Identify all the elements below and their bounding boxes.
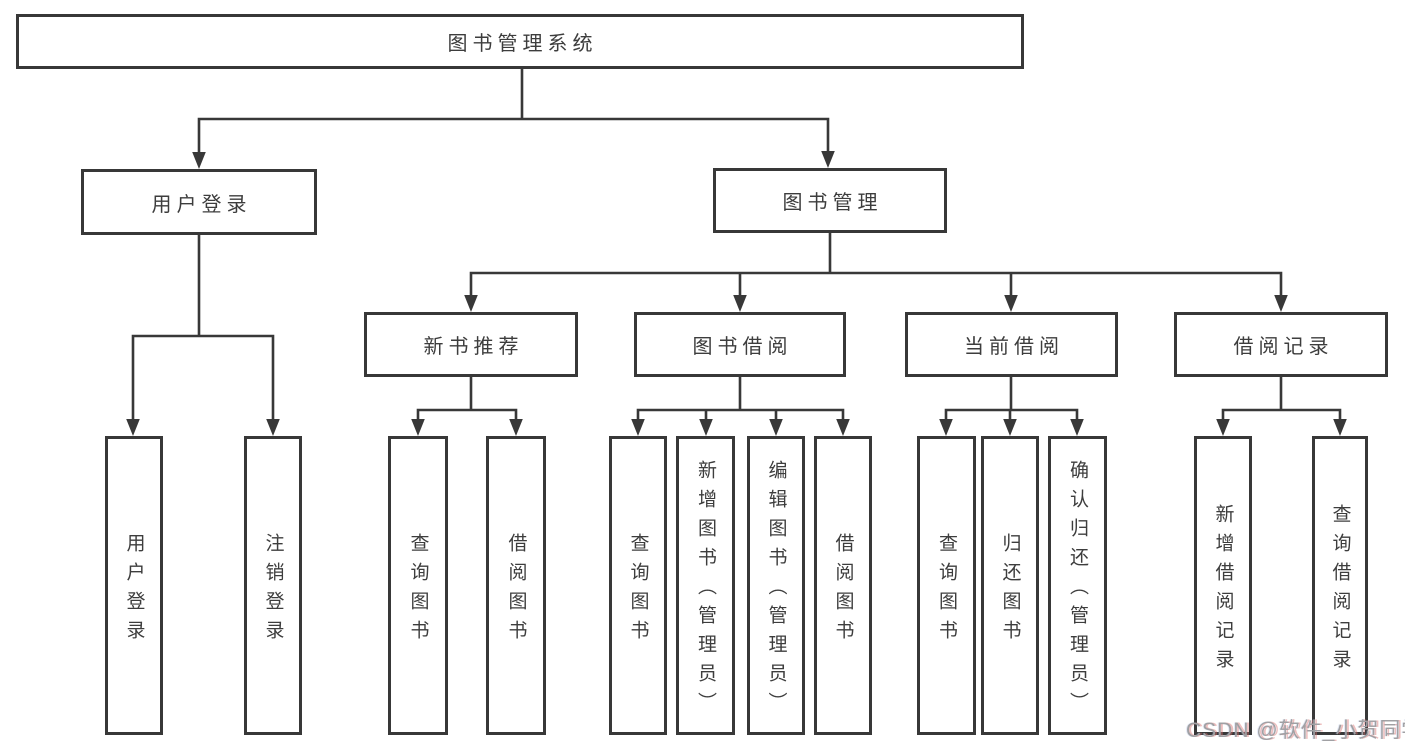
node-borrowing-records: 借阅记录 (1174, 312, 1388, 377)
leaf-query-books-borrowing: 查询图书 (609, 436, 667, 735)
leaf-edit-book-admin: 编辑图书（管理员） (747, 436, 805, 735)
leaf-user-login: 用户登录 (105, 436, 163, 735)
leaf-confirm-return-admin: 确认归还（管理员） (1048, 436, 1107, 735)
leaf-label: 编辑图书（管理员） (765, 460, 787, 721)
leaf-add-book-admin: 新增图书（管理员） (676, 436, 735, 735)
leaf-label: 查询图书 (407, 532, 429, 649)
leaf-label: 注销登录 (262, 532, 284, 649)
leaf-query-books-current: 查询图书 (917, 436, 976, 735)
leaf-label: 新增图书（管理员） (695, 460, 716, 721)
leaf-label: 归还图书 (999, 532, 1021, 649)
node-label: 图书管理 (782, 192, 883, 214)
leaf-borrow-books-recommend: 借阅图书 (486, 436, 546, 735)
node-label: 用户登录 (151, 193, 252, 216)
node-label: 当前借阅 (964, 336, 1064, 358)
node-book-borrowing: 图书借阅 (634, 312, 846, 377)
leaf-label: 借阅图书 (505, 532, 527, 649)
leaf-label: 查询图书 (627, 532, 649, 649)
node-book-management: 图书管理 (713, 168, 947, 233)
leaf-label: 确认归还（管理员） (1067, 460, 1088, 721)
leaf-label: 查询借阅记录 (1329, 503, 1351, 678)
csdn-watermark: CSDN @软件_小贺同学 (1186, 719, 1405, 742)
node-label: 图书借阅 (692, 336, 793, 358)
leaf-query-books-recommend: 查询图书 (388, 436, 448, 735)
leaf-return-book: 归还图书 (981, 436, 1039, 735)
node-current-borrowing: 当前借阅 (905, 312, 1118, 377)
node-library-management-system: 图书管理系统 (16, 14, 1024, 69)
node-label: 借阅记录 (1233, 336, 1334, 358)
leaf-label: 查询图书 (936, 532, 957, 649)
leaf-label: 借阅图书 (832, 532, 854, 649)
node-new-book-recommend: 新书推荐 (364, 312, 578, 377)
leaf-label: 新增借阅记录 (1212, 503, 1234, 678)
leaf-label: 用户登录 (123, 532, 145, 649)
node-label: 图书管理系统 (447, 33, 598, 55)
node-user-login: 用户登录 (81, 169, 317, 235)
leaf-add-borrow-record: 新增借阅记录 (1194, 436, 1252, 735)
leaf-borrow-books-borrowing: 借阅图书 (814, 436, 872, 735)
tree-edge-lines (131, 69, 1342, 421)
leaf-logout: 注销登录 (244, 436, 302, 735)
node-label: 新书推荐 (423, 336, 524, 358)
leaf-query-borrow-record: 查询借阅记录 (1312, 436, 1368, 735)
